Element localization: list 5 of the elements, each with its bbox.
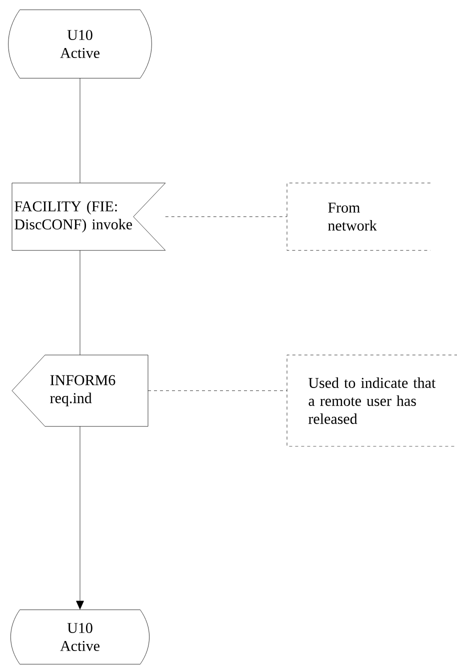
leader-line [148, 390, 288, 391]
comment-box: Used to indicate that a remote user has released [286, 354, 457, 447]
arrow [76, 426, 84, 610]
leader-line [165, 216, 288, 217]
comment-box: From network [286, 182, 431, 251]
